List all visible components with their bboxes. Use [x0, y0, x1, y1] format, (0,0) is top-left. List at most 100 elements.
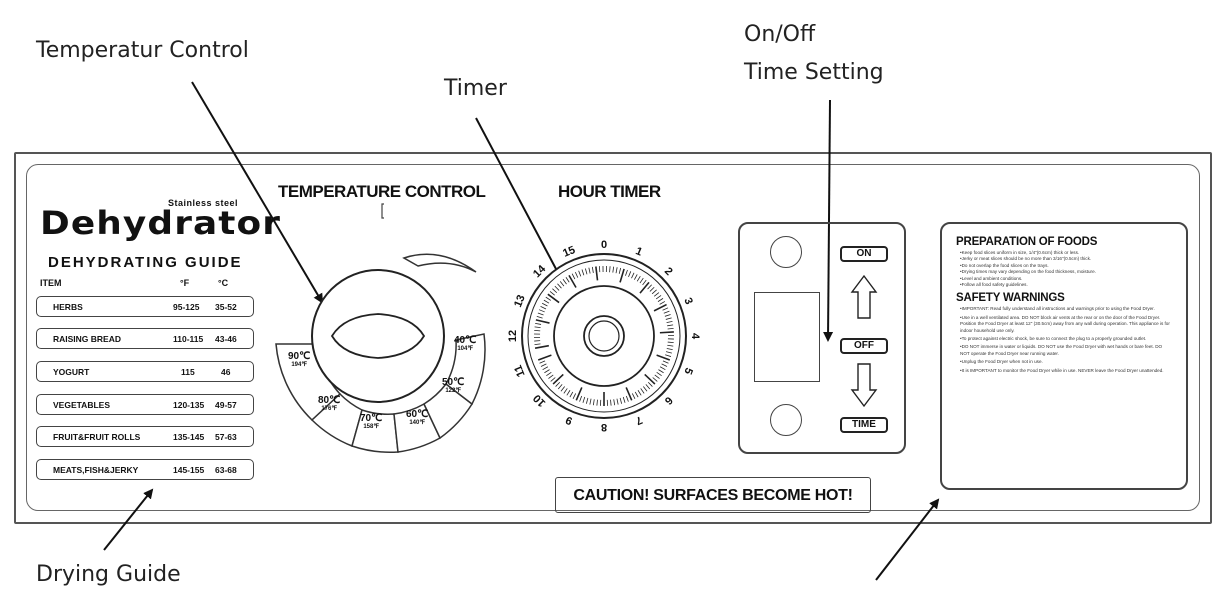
timer-tick [554, 285, 560, 291]
timer-tick [575, 387, 583, 401]
temp-setting-f: 176℉ [321, 406, 338, 412]
timer-tick [666, 348, 673, 351]
hour-timer-title: HOUR TIMER [558, 182, 661, 201]
timer-tick [634, 274, 638, 280]
callout-temperature-control: Temperatur Control [36, 38, 249, 63]
timer-tick [574, 271, 579, 278]
time-button[interactable]: TIME [840, 417, 888, 433]
callout-drying-guide: Drying Guide [36, 562, 181, 587]
guide-c: 49-57 [215, 400, 237, 410]
timer-tick [592, 399, 595, 406]
timer-tick [595, 266, 599, 281]
off-button[interactable]: OFF [840, 338, 888, 354]
guide-f: 115 [181, 367, 195, 377]
info-panel: PREPARATION OF FOODS Keep food slices un… [940, 222, 1188, 490]
timer-tick [568, 274, 577, 288]
timer-tick [559, 281, 565, 287]
timer-tick [569, 391, 574, 398]
timer-tick [618, 267, 622, 274]
timer-tick [667, 324, 674, 327]
prep-item: Do not overlap the food slices on the tr… [960, 263, 1172, 269]
callout-time-setting: Time Setting [744, 60, 884, 85]
guide-f: 95-125 [173, 302, 200, 312]
temp-setting-f: 122℉ [445, 388, 462, 394]
timer-tick [628, 271, 632, 278]
timer-tick [655, 295, 662, 300]
temperature-knob-grip [330, 313, 426, 359]
timer-tick [535, 322, 542, 325]
timer-tick [557, 283, 562, 289]
timer-tick [571, 273, 576, 280]
timer-tick [657, 298, 664, 302]
timer-tick [639, 277, 644, 284]
timer-tick [647, 381, 653, 387]
safety-item: Unplug the Food Dryer when not in use. [960, 359, 1172, 365]
timer-tick-marks [534, 266, 675, 406]
timer-tick [659, 366, 666, 371]
guide-col-item: ITEM [40, 278, 62, 288]
timer-label: 8 [601, 421, 607, 433]
guide-item: YOGURT [53, 367, 90, 377]
guide-item: FRUIT&FRUIT ROLLS [53, 432, 141, 442]
timer-tick [642, 279, 647, 286]
power-switch-panel [738, 222, 906, 454]
timer-tick [658, 369, 664, 374]
timer-tick [535, 319, 550, 324]
guide-c: 35-52 [215, 302, 237, 312]
timer-label: 13 [512, 293, 528, 309]
timer-tick [613, 399, 616, 406]
timer-tick [563, 388, 568, 394]
safety-item: DO NOT immerse in water or liquids. DO N… [960, 344, 1172, 357]
timer-tick [579, 395, 583, 402]
timer-tick [639, 281, 650, 294]
control-panel-inner-frame [26, 164, 1200, 511]
timer-tick [543, 299, 550, 304]
timer-tick [653, 303, 667, 312]
timer-label: 9 [564, 413, 574, 426]
timer-tick [546, 371, 552, 377]
timer-tick [547, 293, 560, 304]
safety-item: IMPORTANT: Read fully understand all ins… [960, 306, 1172, 312]
timer-tick [578, 270, 582, 277]
guide-c: 63-68 [215, 465, 237, 475]
timer-tick [631, 393, 636, 399]
timer-tick [661, 363, 668, 367]
guide-f: 110-115 [173, 334, 204, 344]
switch-rocker[interactable] [754, 292, 820, 382]
timer-tick [542, 366, 549, 371]
timer-tick [540, 363, 547, 367]
timer-tick [552, 288, 558, 294]
timer-tick [640, 388, 645, 394]
timer-tick [555, 381, 561, 387]
timer-tick [619, 268, 625, 283]
timer-tick [588, 267, 591, 274]
temp-setting-70: 70℃ 158℉ [360, 414, 382, 432]
prep-item: Jerky or meat slices should be no more t… [960, 256, 1172, 262]
guide-c: 43-46 [215, 334, 237, 344]
guide-item: VEGETABLES [53, 400, 110, 410]
timer-tick [582, 396, 586, 403]
prep-item: Drying times may vary depending on the f… [960, 269, 1172, 275]
timer-tick [572, 393, 577, 399]
temp-setting-90: 90℃ 194℉ [288, 352, 310, 370]
timer-tick [664, 314, 671, 317]
on-button[interactable]: ON [840, 246, 888, 262]
temp-setting-80: 80℃ 176℉ [318, 396, 340, 414]
guide-col-c: °C [218, 278, 229, 288]
temp-setting-f: 194℉ [291, 362, 308, 368]
timer-tick [631, 272, 635, 279]
safety-title: SAFETY WARNINGS [956, 292, 1065, 305]
safety-item: Use in a well ventilated area. DO NOT bl… [960, 315, 1172, 334]
timer-tick [659, 331, 674, 334]
timer-tick [585, 397, 589, 404]
timer-dial-ring-tick [527, 259, 681, 413]
guide-row: VEGETABLES 120-135 49-57 [36, 394, 254, 415]
timer-tick [566, 390, 571, 396]
arrow-onoff [823, 99, 834, 342]
timer-tick [644, 373, 656, 385]
guide-row: FRUIT&FRUIT ROLLS 135-145 57-63 [36, 426, 254, 447]
timer-tick [560, 386, 565, 392]
timer-tick [667, 341, 674, 344]
caution-label: CAUTION! SURFACES BECOME HOT! [555, 477, 871, 513]
timer-tick [663, 310, 670, 314]
